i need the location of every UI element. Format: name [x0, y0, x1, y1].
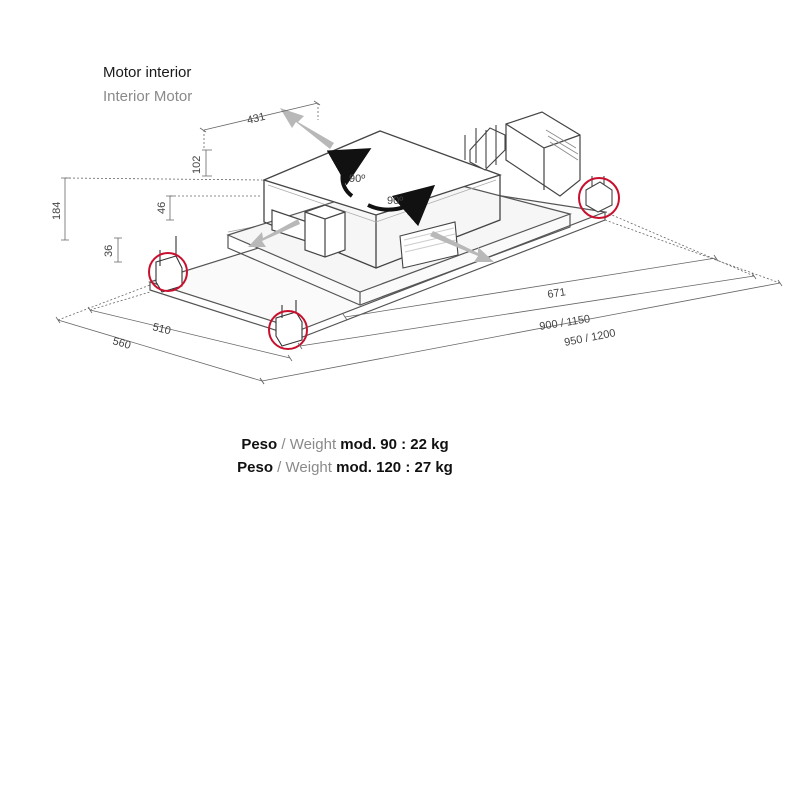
dim-46: 46 [156, 202, 168, 214]
dim-36: 36 [103, 245, 115, 257]
weight-line-120: Peso / Weight mod. 120 : 27 kg [0, 459, 690, 476]
dim-431: 431 [246, 111, 267, 127]
weight-value: mod. 90 : 22 kg [336, 436, 449, 453]
airflow-arrows [248, 108, 494, 262]
dim-184: 184 [51, 202, 63, 220]
weight-label-en: Weight [289, 436, 337, 453]
dim-510: 510 [151, 321, 172, 337]
control-box [505, 111, 581, 197]
dim-560: 560 [111, 335, 132, 352]
rotation-label-1: 90º [349, 173, 365, 185]
dim-102: 102 [191, 156, 203, 174]
rotation-arrows [326, 148, 436, 227]
left-outlet [271, 204, 346, 258]
weight-sep: / [277, 436, 290, 453]
dim-950: 950 / 1200 [563, 327, 616, 349]
motor-box [262, 130, 502, 269]
rotation-label-2: 90º [387, 195, 403, 207]
weight-value: mod. 120 : 27 kg [331, 459, 453, 476]
weight-label-es: Peso [241, 436, 278, 453]
highlight-circle-right [578, 177, 620, 219]
bracket-left [155, 236, 183, 293]
terminal-block [464, 125, 506, 171]
dim-671: 671 [547, 286, 567, 301]
weight-line-90: Peso / Weight mod. 90 : 22 kg [0, 436, 690, 453]
weight-sep: / [273, 459, 286, 476]
dim-900: 900 / 1150 [539, 313, 591, 333]
dimension-lines [55, 100, 783, 385]
weight-label-en: Weight [285, 459, 332, 476]
weight-label-es: Peso [237, 459, 274, 476]
title-english: Interior Motor [103, 88, 193, 105]
support-right [585, 176, 613, 213]
title-spanish: Motor interior [103, 64, 192, 81]
highlight-circle-front [268, 310, 308, 350]
highlight-circle-left [148, 252, 188, 292]
